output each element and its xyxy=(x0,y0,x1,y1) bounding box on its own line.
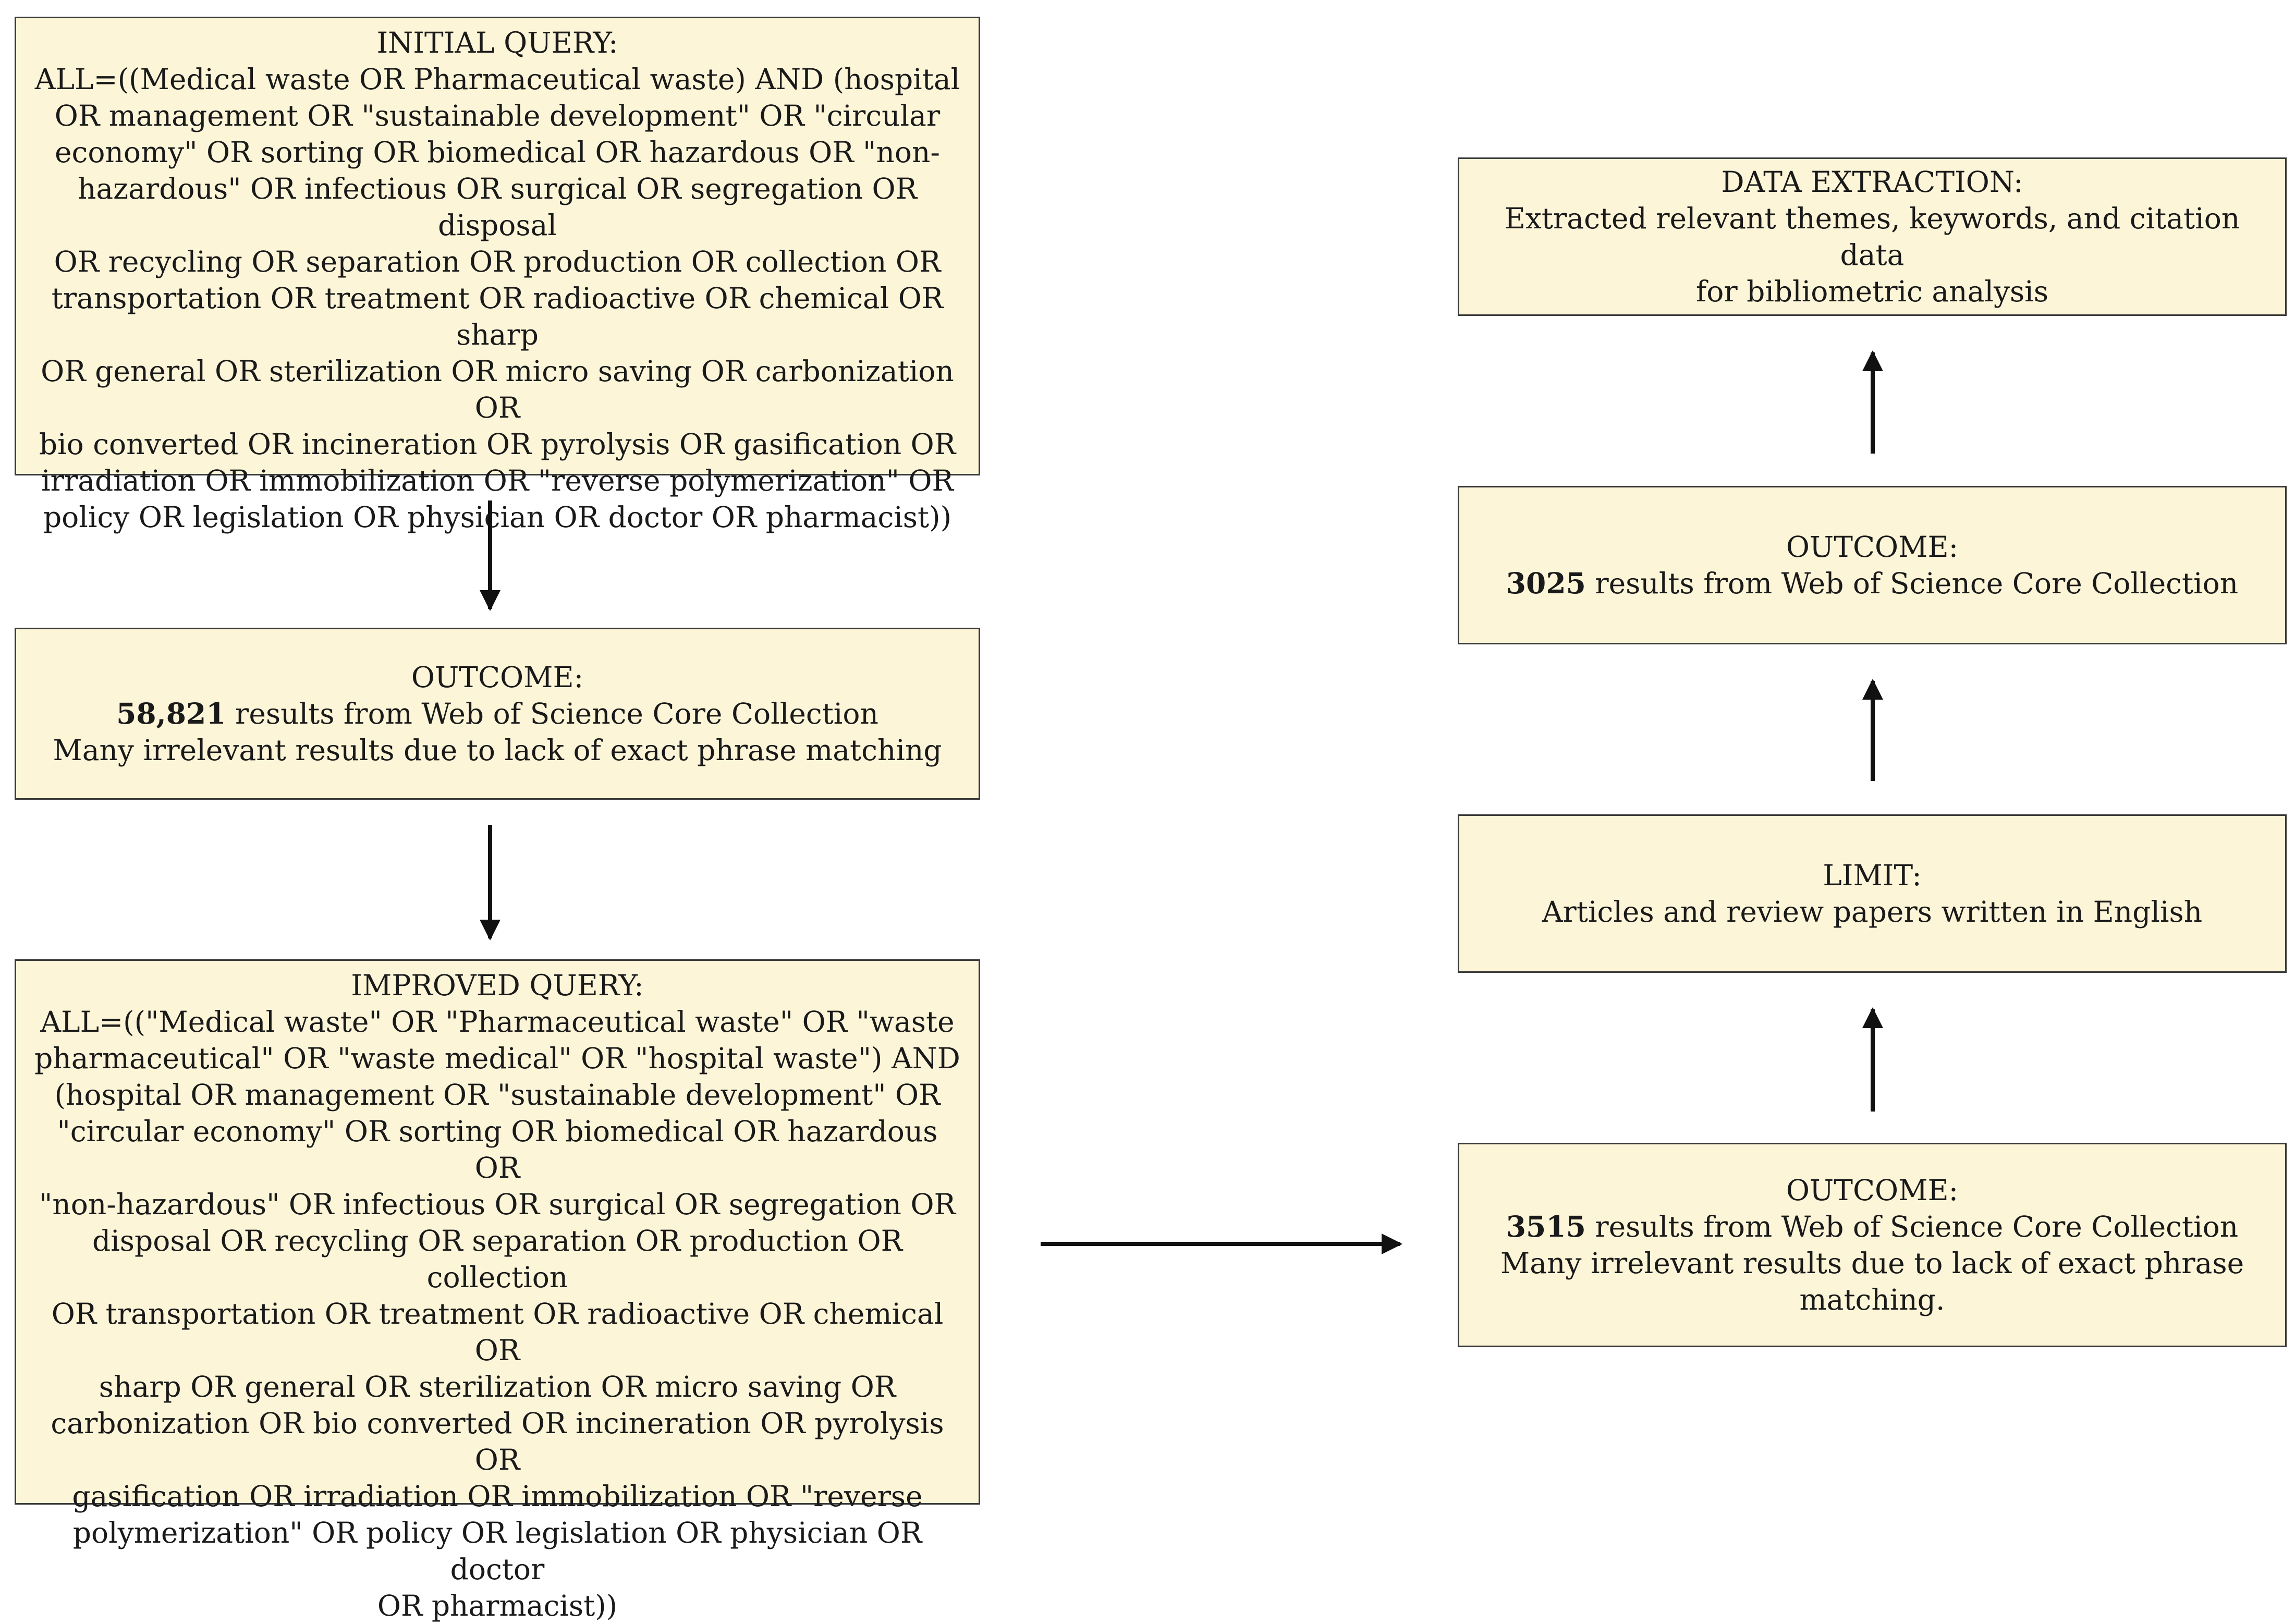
data-extraction-box: DATA EXTRACTION: Extracted relevant them… xyxy=(1458,157,2287,316)
improved-query-line: (hospital OR management OR "sustainable … xyxy=(54,1078,941,1112)
improved-query-line: OR transportation OR treatment OR radioa… xyxy=(51,1297,944,1367)
outcome-2-count: 3515 xyxy=(1506,1210,1586,1243)
limit-title: LIMIT: xyxy=(1823,859,1922,892)
outcome-1-results: 58,821 results from Web of Science Core … xyxy=(32,695,963,732)
outcome-1-count-suffix: results from Web of Science Core Collect… xyxy=(226,697,878,730)
improved-query-line: sharp OR general OR sterilization OR mic… xyxy=(99,1370,896,1403)
outcome-2-count-suffix: results from Web of Science Core Collect… xyxy=(1585,1210,2239,1243)
initial-query-line: irradiation OR immobilization OR "revers… xyxy=(41,464,954,497)
outcome-3-results: 3025 results from Web of Science Core Co… xyxy=(1475,565,2269,602)
outcome-2-note-line: Many irrelevant results due to lack of e… xyxy=(1500,1247,2244,1280)
improved-query-line: OR pharmacist)) xyxy=(377,1589,618,1622)
limit-text: Articles and review papers written in En… xyxy=(1542,895,2203,929)
improved-query-title: IMPROVED QUERY: xyxy=(351,969,644,1002)
outcome-1-title: OUTCOME: xyxy=(411,661,584,694)
improved-query-line: ALL=(("Medical waste" OR "Pharmaceutical… xyxy=(40,1005,955,1039)
initial-query-line: bio converted OR incineration OR pyrolys… xyxy=(39,428,956,461)
initial-query-line: ALL=((Medical waste OR Pharmaceutical wa… xyxy=(34,63,960,96)
improved-query-box: IMPROVED QUERY: ALL=(("Medical waste" OR… xyxy=(15,959,980,1622)
improved-query-line: polymerization" OR policy OR legislation… xyxy=(72,1516,922,1586)
limit-box: LIMIT: Articles and review papers writte… xyxy=(1458,814,2287,973)
initial-query-title: INITIAL QUERY: xyxy=(376,26,618,59)
outcome-1-box: OUTCOME: 58,821 results from Web of Scie… xyxy=(15,628,980,800)
outcome-2-title: OUTCOME: xyxy=(1786,1174,1959,1207)
improved-query-line: carbonization OR bio converted OR incine… xyxy=(51,1407,944,1476)
improved-query-line: "circular economy" OR sorting OR biomedi… xyxy=(57,1115,938,1185)
outcome-3-count: 3025 xyxy=(1506,566,1586,600)
outcome-2-results: 3515 results from Web of Science Core Co… xyxy=(1475,1208,2269,1245)
initial-query-line: OR general OR sterilization OR micro sav… xyxy=(41,355,954,424)
outcome-2-note-line: matching. xyxy=(1799,1283,1945,1316)
improved-query-line: "non-hazardous" OR infectious OR surgica… xyxy=(39,1188,956,1221)
outcome-1-note: Many irrelevant results due to lack of e… xyxy=(53,734,942,767)
data-extraction-line: Extracted relevant themes, keywords, and… xyxy=(1504,202,2240,272)
initial-query-box: INITIAL QUERY: ALL=((Medical waste OR Ph… xyxy=(15,17,980,534)
outcome-3-title: OUTCOME: xyxy=(1786,530,1959,564)
initial-query-line: hazardous" OR infectious OR surgical OR … xyxy=(77,172,918,242)
improved-query-line: gasification OR irradiation OR immobiliz… xyxy=(72,1480,923,1513)
initial-query-line: policy OR legislation OR physician OR do… xyxy=(43,500,952,534)
initial-query-line: OR recycling OR separation OR production… xyxy=(54,245,941,278)
initial-query-line: OR management OR "sustainable developmen… xyxy=(54,99,941,132)
data-extraction-line: for bibliometric analysis xyxy=(1695,275,2049,308)
improved-query-line: disposal OR recycling OR separation OR p… xyxy=(92,1224,903,1294)
initial-query-line: economy" OR sorting OR biomedical OR haz… xyxy=(54,136,941,169)
outcome-3-count-suffix: results from Web of Science Core Collect… xyxy=(1585,567,2239,600)
outcome-2-box: OUTCOME: 3515 results from Web of Scienc… xyxy=(1458,1143,2287,1347)
initial-query-line: transportation OR treatment OR radioacti… xyxy=(51,282,944,351)
data-extraction-title: DATA EXTRACTION: xyxy=(1721,165,2023,199)
outcome-3-box: OUTCOME: 3025 results from Web of Scienc… xyxy=(1458,486,2287,644)
improved-query-line: pharmaceutical" OR "waste medical" OR "h… xyxy=(34,1042,960,1075)
outcome-1-count: 58,821 xyxy=(116,697,226,730)
